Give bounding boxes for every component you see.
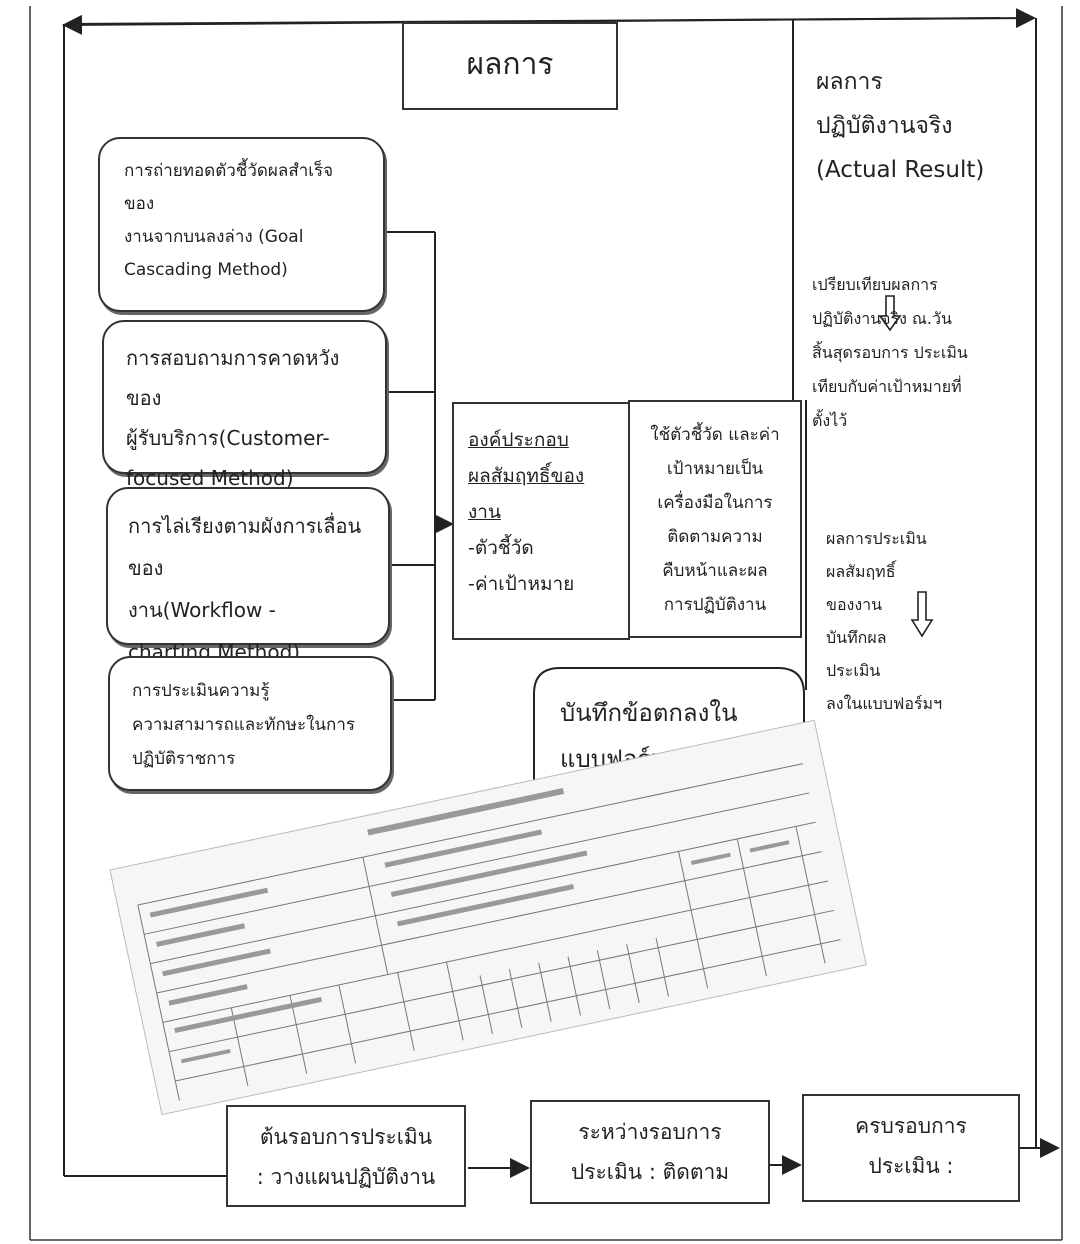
callout-text: บันทึกข้อตกลงใน แบบฟอร์มฯ	[560, 699, 738, 773]
method-customer-focused-text: การสอบถามการคาดหวังของ ผู้รับบริการ(Cust…	[126, 346, 340, 490]
method-box-customer-focused: การสอบถามการคาดหวังของ ผู้รับบริการ(Cust…	[102, 320, 387, 490]
phase-planning-text: ต้นรอบการประเมิน : วางแผนปฏิบัติงาน	[256, 1125, 436, 1189]
method-box-goal-cascading: การถ่ายทอดตัวชี้วัดผลสำเร็จ ของ งานจากบน…	[98, 137, 385, 312]
method-box-workflow: การไล่เรียงตามผังการเลื่อนของ งาน(Workfl…	[106, 487, 390, 664]
usage-text: ใช้ตัวชี้วัด และค่า เป้าหมายเป็น เครื่อง…	[650, 425, 780, 615]
phase-monitoring-text: ระหว่างรอบการ ประเมิน : ติดตาม	[570, 1120, 730, 1184]
result-title-box: ผลการ	[402, 22, 618, 110]
component-heading: องค์ประกอบ ผลสัมฤทธิ์ของ งาน	[468, 429, 585, 523]
method-competency-text: การประเมินความรู้ ความสามารถและทักษะในกา…	[132, 681, 356, 769]
eval-note: ผลการประเมิน ผลสัมฤทธิ์ ของงาน บันทึกผล …	[826, 529, 943, 713]
actual-result-label: ผลการ ปฏิบัติงานจริง (Actual Result)	[816, 69, 985, 183]
phase-box-completion: ครบรอบการ ประเมิน :	[802, 1094, 1020, 1202]
component-box: องค์ประกอบ ผลสัมฤทธิ์ของ งาน -ตัวชี้วัด …	[452, 402, 630, 640]
usage-box: ใช้ตัวชี้วัด และค่า เป้าหมายเป็น เครื่อง…	[628, 400, 802, 638]
phase-box-planning: ต้นรอบการประเมิน : วางแผนปฏิบัติงาน	[226, 1105, 466, 1207]
result-title: ผลการ	[466, 47, 554, 82]
method-box-competency: การประเมินความรู้ ความสามารถและทักษะในกา…	[108, 656, 392, 791]
phase-box-monitoring: ระหว่างรอบการ ประเมิน : ติดตาม	[530, 1100, 770, 1204]
method-goal-cascading-text: การถ่ายทอดตัวชี้วัดผลสำเร็จ ของ งานจากบน…	[124, 161, 334, 280]
method-workflow-text: การไล่เรียงตามผังการเลื่อนของ งาน(Workfl…	[128, 514, 362, 664]
phase-completion-text: ครบรอบการ ประเมิน :	[855, 1114, 967, 1178]
component-items: -ตัวชี้วัด -ค่าเป้าหมาย	[468, 537, 575, 595]
compare-note: เปรียบเทียบผลการ ปฏิบัติงานจริง ณ.วัน สิ…	[812, 275, 968, 430]
